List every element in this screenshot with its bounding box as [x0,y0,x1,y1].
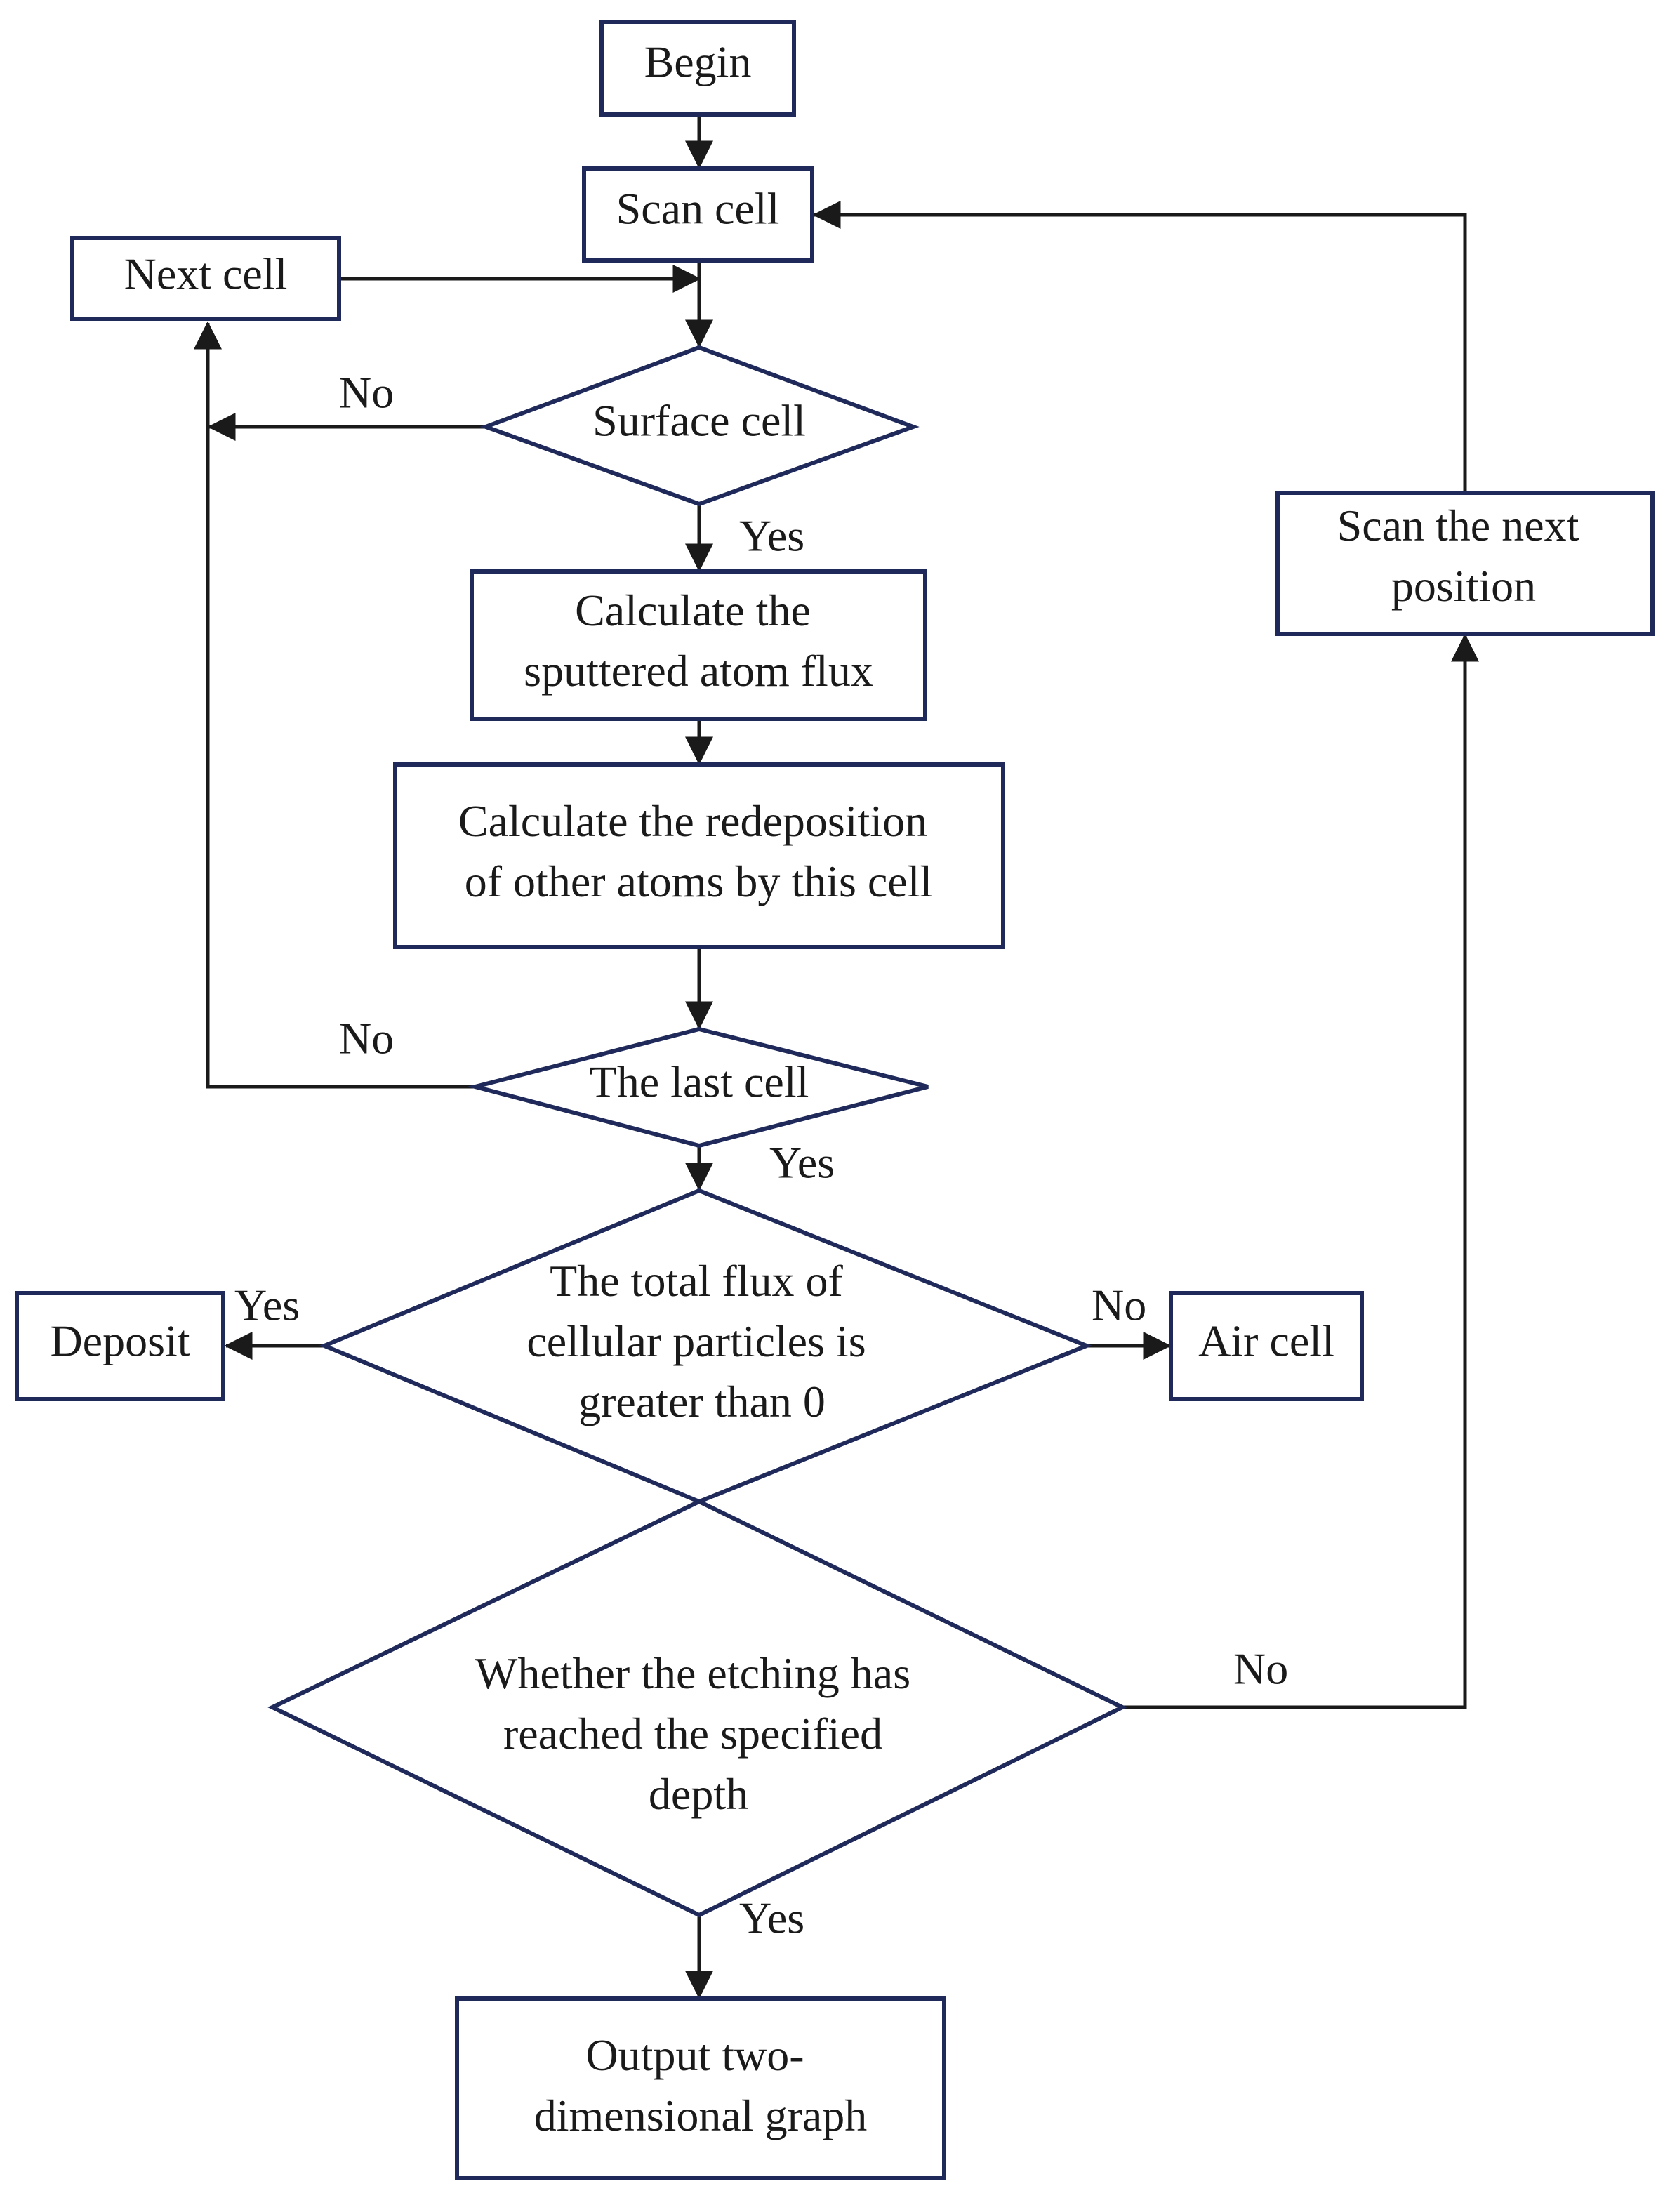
scan-cell-node: Scan cell [582,166,814,263]
total-flux-line-2: cellular particles is [526,1316,866,1366]
branch-labels: No Yes No Yes Yes No No Yes [234,368,1288,1943]
calculate-redeposition-label: Calculate the redeposition of other atom… [458,796,939,906]
etching-depth-line-3: depth [649,1769,748,1819]
scan-next-position-label: Scan the next position [1337,501,1591,611]
deposit-label: Deposit [50,1316,190,1366]
flux-no-label: No [1092,1280,1146,1330]
calculate-redeposition-line-1: Calculate the redeposition [458,796,927,846]
calculate-flux-node: Calculate the sputtered atom flux [470,569,927,721]
etching-depth-label: Whether the etching has reached the spec… [475,1648,922,1819]
last-no-label: No [339,1014,394,1064]
air-cell-node: Air cell [1169,1291,1364,1401]
deposit-node: Deposit [15,1291,225,1401]
scan-cell-label: Scan cell [616,184,780,234]
output-graph-label: Output two- dimensional graph [534,2030,868,2140]
etching-depth-decision: Whether the etching has reached the spec… [267,1499,1127,1918]
flux-yes-label: Yes [234,1280,300,1330]
last-cell-decision: The last cell [467,1026,929,1148]
total-flux-label: The total flux of cellular particles is … [526,1256,877,1426]
total-flux-decision: The total flux of cellular particles is … [319,1188,1093,1504]
next-cell-node: Next cell [70,236,341,321]
surface-cell-decision: Surface cell [479,345,920,507]
etching-yes-label: Yes [739,1893,804,1943]
begin-node: Begin [599,20,796,117]
total-flux-line-3: greater than 0 [578,1377,826,1426]
arrow-last-no-to-next-cell [194,321,475,1089]
connectors [194,115,1479,1999]
output-graph-line-1: Output two- [585,2030,804,2080]
output-graph-line-2: dimensional graph [534,2091,868,2140]
begin-label: Begin [644,37,752,87]
air-cell-label: Air cell [1198,1316,1334,1366]
last-yes-label: Yes [769,1138,835,1188]
total-flux-line-1: The total flux of [550,1256,843,1306]
scan-next-position-node: Scan the next position [1275,491,1655,636]
arrow-etching-no-to-scan-next [1122,633,1479,1709]
etching-no-label: No [1233,1644,1288,1694]
calculate-flux-label: Calculate the sputtered atom flux [524,585,873,696]
arrow-scan-next-to-scan-cell [812,201,1467,491]
output-graph-node: Output two- dimensional graph [455,1996,946,2180]
surface-no-label: No [339,368,394,418]
scan-next-position-line-1: Scan the next [1337,501,1579,550]
etching-depth-line-2: reached the specified [503,1709,882,1759]
calculate-flux-line-2: sputtered atom flux [524,646,873,696]
surface-cell-label: Surface cell [592,396,806,446]
next-cell-label: Next cell [124,249,288,299]
etching-depth-line-1: Whether the etching has [475,1648,910,1698]
calculate-flux-line-1: Calculate the [575,585,811,635]
last-cell-label: The last cell [590,1057,809,1107]
surface-yes-label: Yes [739,511,804,561]
scan-next-position-line-2: position [1391,561,1536,611]
calculate-redeposition-node: Calculate the redeposition of other atom… [393,762,1005,949]
calculate-redeposition-line-2: of other atoms by this cell [465,856,933,906]
